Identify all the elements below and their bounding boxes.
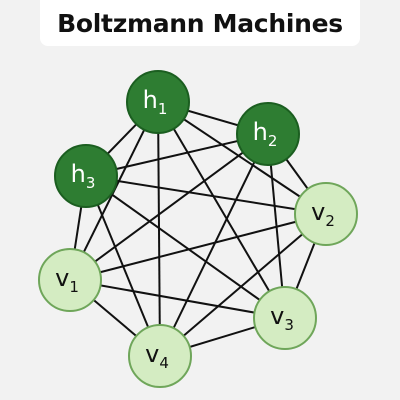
node-label-h1: h1 [143,86,168,118]
node-label-v2: v2 [311,198,335,230]
edge-h2-v1 [69,133,269,281]
node-h2: h2 [236,102,300,166]
edge-v2-v4 [159,213,327,357]
node-v1: v1 [38,248,102,312]
edge-v2-v1 [69,213,327,281]
node-label-v3: v3 [270,302,294,334]
node-circle-v4 [128,324,192,388]
node-h3: h3 [54,144,118,208]
edge-h2-v4 [159,133,269,357]
node-v2: v2 [294,182,358,246]
title-card: Boltzmann Machines [40,0,360,46]
node-label-h2: h2 [253,118,278,150]
node-label-h3: h3 [71,160,96,192]
nodes: h1 h2 h3 v2 v1 v3 v4 [38,70,358,388]
edge-h1-v2 [157,101,327,215]
node-label-v4: v4 [145,340,169,372]
node-circle-h2 [236,102,300,166]
edge-v1-v3 [69,279,286,319]
node-v3: v3 [253,286,317,350]
node-circle-h1 [126,70,190,134]
node-label-v1: v1 [55,264,79,296]
edge-h3-v2 [85,175,327,215]
edge-h1-v3 [157,101,286,319]
node-circle-v3 [253,286,317,350]
node-h1: h1 [126,70,190,134]
edge-h3-v3 [85,175,286,319]
node-circle-v2 [294,182,358,246]
node-circle-h3 [54,144,118,208]
diagram-title: Boltzmann Machines [57,8,343,38]
node-v4: v4 [128,324,192,388]
node-circle-v1 [38,248,102,312]
